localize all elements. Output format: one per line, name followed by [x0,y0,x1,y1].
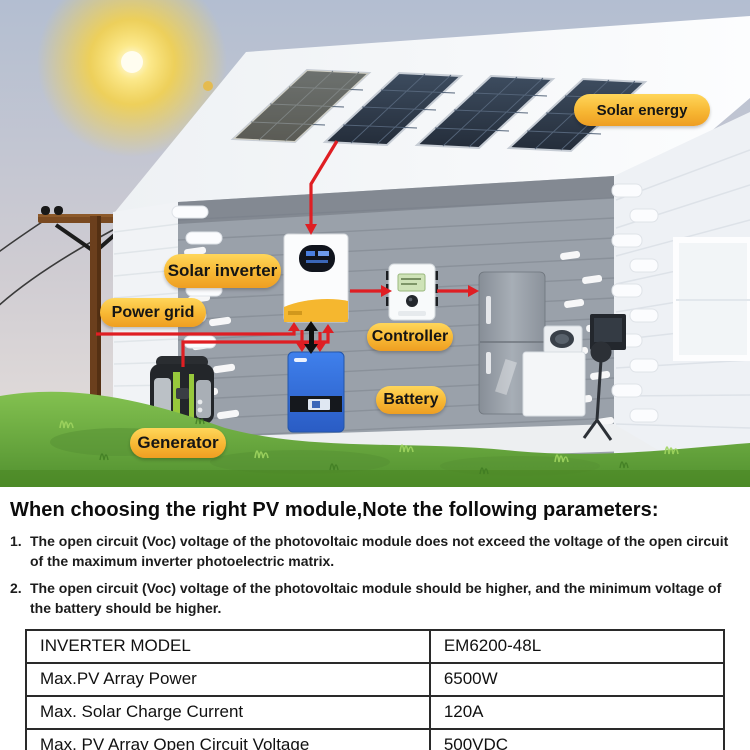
label-battery-text: Battery [383,391,439,408]
section-heading: When choosing the right PV module,Note t… [10,499,659,521]
controller-device [386,263,438,321]
note-2: 2. The open circuit (Voc) voltage of the… [10,579,740,619]
note-2-number: 2. [10,579,22,596]
tv-screen [590,314,626,350]
spec-value-open-circuit-voltage: 500VDC [428,727,726,750]
generator-device [150,356,214,424]
label-generator-text: Generator [137,433,219,452]
spec-label-solar-charge-current: Max. Solar Charge Current [25,694,431,730]
spec-label-inverter-model: INVERTER MODEL [25,628,431,664]
label-generator: Generator [130,428,226,458]
label-power-grid-text: Power grid [111,303,195,321]
washing-machine [522,325,586,417]
inverter-device [283,233,349,323]
fan-tripod [582,341,613,441]
right-wall [614,112,750,462]
spec-value-solar-charge-current: 120A [428,694,726,730]
note-1: 1. The open circuit (Voc) voltage of the… [10,532,740,572]
table-row: Max.PV Array Power 6500W [25,661,726,697]
solar-system-diagram: Solar energy Solar inverter Power grid C… [0,0,750,487]
table-row: INVERTER MODEL EM6200-48L [25,628,726,664]
scene-illustration [0,0,750,487]
grass [0,391,750,487]
log-ends [171,183,659,423]
label-solar-inverter-text: Solar inverter [167,261,278,280]
panel-sun-reflection [233,70,369,142]
spec-value-pv-array-power: 6500W [428,661,726,697]
label-power-grid: Power grid [100,298,206,327]
black-energy-arrow [304,321,318,354]
spec-table: INVERTER MODEL EM6200-48L Max.PV Array P… [25,628,726,750]
table-row: Max. Solar Charge Current 120A [25,694,726,730]
label-controller: Controller [367,323,453,351]
parameters-section: When choosing the right PV module,Note t… [0,487,750,750]
label-controller-text: Controller [371,328,449,345]
spec-label-open-circuit-voltage: Max. PV Array Open Circuit Voltage [25,727,431,750]
table-row: Max. PV Array Open Circuit Voltage 500VD… [25,727,726,750]
note-1-number: 1. [10,533,22,549]
label-solar-energy-text: Solar energy [596,101,688,119]
label-solar-energy: Solar energy [574,94,710,126]
spec-value-inverter-model: EM6200-48L [428,628,726,664]
roof [115,16,750,212]
note-2-text: The open circuit (Voc) voltage of the ph… [30,579,722,616]
spec-label-pv-array-power: Max.PV Array Power [25,661,431,697]
note-1-text: The open circuit (Voc) voltage of the ph… [30,533,729,569]
label-solar-inverter: Solar inverter [164,254,281,288]
battery-device [287,351,345,433]
label-battery: Battery [376,386,446,414]
